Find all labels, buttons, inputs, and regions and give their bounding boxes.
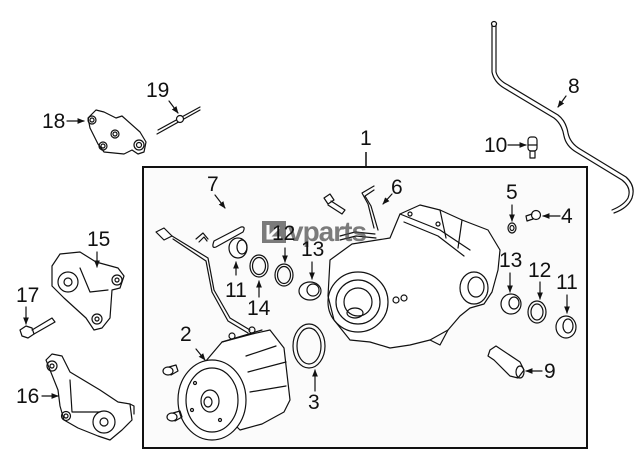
part-16-rear-mount[interactable] bbox=[45, 353, 135, 441]
part-15-front-mount[interactable] bbox=[51, 251, 125, 331]
bolt bbox=[323, 193, 346, 215]
callout-15[interactable]: 15 bbox=[87, 228, 111, 251]
callout-8[interactable]: 8 bbox=[568, 75, 580, 98]
watermark-text: vparts bbox=[288, 216, 367, 247]
part-8-vent-tube[interactable] bbox=[490, 20, 634, 214]
wire-harness bbox=[155, 227, 251, 334]
callout-12-right[interactable]: 12 bbox=[528, 259, 552, 282]
callout-17[interactable]: 17 bbox=[16, 284, 40, 307]
part-12-o-ring-left[interactable] bbox=[274, 263, 294, 287]
callout-12-left[interactable]: 12 bbox=[272, 222, 296, 245]
part-7-hose[interactable] bbox=[195, 226, 245, 248]
watermark: vparts bbox=[262, 216, 367, 247]
arrow-6 bbox=[382, 193, 393, 205]
callout-11-left[interactable]: 11 bbox=[225, 279, 247, 302]
part-9-sensor[interactable] bbox=[487, 345, 525, 379]
part-13-bearing-seal-right[interactable] bbox=[500, 293, 522, 315]
part-6-bracket[interactable] bbox=[339, 185, 379, 241]
callout-16[interactable]: 16 bbox=[16, 385, 40, 408]
callout-9[interactable]: 9 bbox=[544, 360, 556, 383]
part-11-seal-right[interactable] bbox=[555, 315, 577, 339]
callout-18[interactable]: 18 bbox=[42, 110, 66, 133]
part-12-o-ring-right[interactable] bbox=[527, 300, 547, 324]
arrow-19 bbox=[168, 100, 179, 114]
callout-10[interactable]: 10 bbox=[484, 134, 508, 157]
part-3-gasket[interactable] bbox=[292, 323, 326, 369]
callout-2[interactable]: 2 bbox=[180, 323, 192, 346]
part-4-plug[interactable] bbox=[525, 209, 542, 222]
callout-7[interactable]: 7 bbox=[207, 173, 219, 196]
part-11-seal-left[interactable] bbox=[228, 237, 248, 259]
part-18-upper-bracket[interactable] bbox=[87, 109, 147, 155]
arrow-8 bbox=[557, 95, 567, 108]
part-14-o-ring[interactable] bbox=[249, 254, 269, 278]
callout-13-left[interactable]: 13 bbox=[301, 238, 325, 261]
callout-5[interactable]: 5 bbox=[506, 181, 518, 204]
part-10-breather-cap[interactable] bbox=[527, 136, 538, 159]
part-2-coupling-unit[interactable] bbox=[177, 326, 291, 441]
arrow-2 bbox=[195, 348, 206, 361]
callout-4[interactable]: 4 bbox=[561, 205, 573, 228]
callout-11-right[interactable]: 11 bbox=[556, 271, 578, 294]
callout-13-right[interactable]: 13 bbox=[499, 249, 523, 272]
part-13-bearing-seal-left[interactable] bbox=[298, 281, 322, 301]
callout-6[interactable]: 6 bbox=[391, 176, 403, 199]
callout-19[interactable]: 19 bbox=[146, 79, 170, 102]
dowel-pins bbox=[162, 364, 183, 422]
part-17-bolt[interactable] bbox=[19, 317, 56, 339]
callout-1[interactable]: 1 bbox=[360, 127, 372, 150]
callout-3[interactable]: 3 bbox=[308, 391, 320, 414]
part-19-stud[interactable] bbox=[156, 106, 201, 135]
part-1-differential-housing[interactable] bbox=[327, 204, 501, 349]
part-5-washer[interactable] bbox=[507, 222, 517, 234]
arrow-7 bbox=[214, 194, 226, 209]
watermark-logo-icon bbox=[262, 221, 286, 243]
callout-14[interactable]: 14 bbox=[247, 297, 271, 320]
